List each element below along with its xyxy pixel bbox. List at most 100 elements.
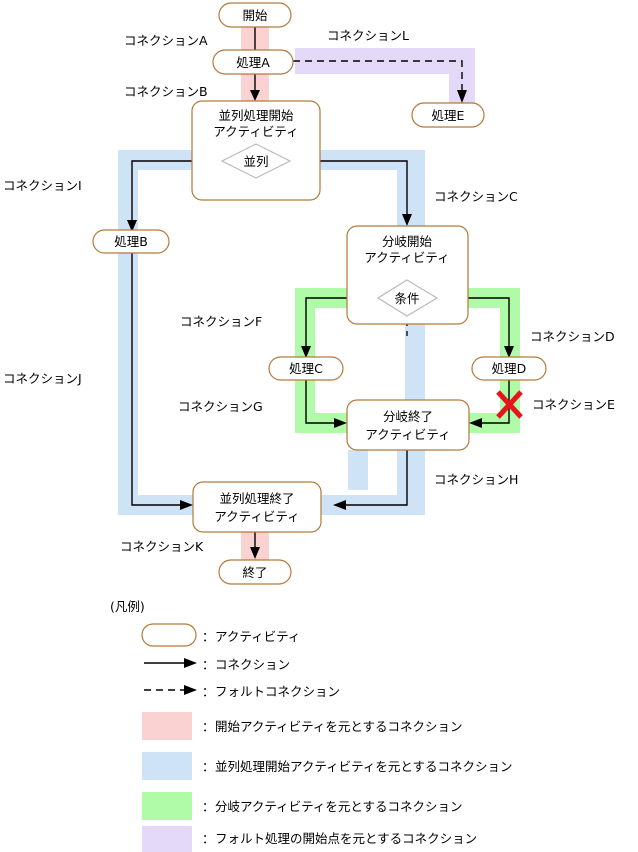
legend-start-band-text: 開始アクティビティを元とするコネクション bbox=[215, 719, 463, 734]
node-proc-e-label: 処理E bbox=[432, 108, 465, 123]
branch-diamond-icon bbox=[376, 279, 439, 317]
connection-label-e: コネクションE bbox=[532, 397, 615, 412]
connection-i-arrow bbox=[127, 220, 137, 232]
legend-fault-connection-text: フォルトコネクション bbox=[215, 684, 340, 699]
legend-item-activity: ： アクティビティ bbox=[141, 623, 300, 647]
connection-c-line bbox=[320, 160, 408, 216]
node-branch-end[interactable]: 分岐終了 アクティビティ bbox=[346, 399, 470, 451]
connection-label-h: コネクションH bbox=[434, 472, 518, 487]
dashed-arrow-icon bbox=[144, 685, 197, 695]
connection-j-arrow bbox=[180, 500, 193, 510]
legend-parallel-band-text: 並列処理開始アクティビティを元とするコネクション bbox=[215, 759, 513, 774]
node-branch-start-diamond-label: 条件 bbox=[394, 291, 419, 306]
node-parallel-end-line1: 並列処理終了 bbox=[219, 491, 294, 506]
connection-label-b: コネクションB bbox=[124, 84, 208, 99]
legend-connection-sep: ： bbox=[202, 657, 215, 672]
connection-label-k: コネクションK bbox=[120, 539, 204, 554]
connection-e-arrow bbox=[469, 418, 482, 428]
legend-connection-text: コネクション bbox=[215, 657, 290, 672]
node-end-label: 終了 bbox=[242, 565, 267, 580]
node-parallel-start[interactable]: 並列処理開始 アクティビティ 並列 bbox=[191, 100, 321, 201]
connection-k-arrow bbox=[250, 547, 260, 559]
node-proc-a[interactable]: 処理A bbox=[212, 49, 294, 75]
band-parallel-top-left bbox=[118, 150, 203, 170]
legend-item-start-band: ： 開始アクティビティを元とするコネクション bbox=[142, 712, 463, 740]
connection-g-arrow bbox=[334, 418, 347, 428]
legend-activity-sep: ： bbox=[202, 629, 215, 644]
connection-labels: コネクションA コネクションB コネクションC コネクションD コネクションE … bbox=[3, 28, 615, 554]
connection-c-arrow bbox=[402, 214, 412, 226]
node-start[interactable]: 開始 bbox=[218, 2, 292, 28]
connection-d-line bbox=[468, 297, 510, 348]
green-swatch-icon bbox=[142, 792, 192, 820]
legend-branch-band-text: 分岐アクティビティを元とするコネクション bbox=[215, 799, 463, 814]
fault-x-mark bbox=[496, 390, 523, 419]
node-proc-d[interactable]: 処理D bbox=[471, 356, 547, 381]
connection-g-line bbox=[305, 380, 336, 424]
connection-h-line bbox=[344, 450, 408, 506]
connection-f-line bbox=[305, 297, 347, 348]
node-proc-d-label: 処理D bbox=[492, 361, 527, 376]
legend-item-parallel-band: ： 並列処理開始アクティビティを元とするコネクション bbox=[142, 752, 513, 780]
node-proc-a-label: 処理A bbox=[236, 55, 270, 70]
connection-l-line bbox=[293, 60, 463, 92]
band-parallel-branchend-stub bbox=[348, 450, 368, 490]
node-parallel-end[interactable]: 並列処理終了 アクティビティ bbox=[192, 481, 322, 533]
band-parallel-left-vert bbox=[118, 150, 138, 515]
blue-swatch-icon bbox=[142, 752, 192, 780]
node-parallel-start-line2: アクティビティ bbox=[213, 124, 298, 139]
connection-j-line bbox=[131, 252, 182, 506]
node-proc-b-label: 処理B bbox=[114, 234, 148, 249]
node-branch-end-line1: 分岐終了 bbox=[383, 409, 433, 424]
legend-activity-text: アクティビティ bbox=[215, 629, 300, 644]
connection-label-i: コネクションI bbox=[3, 178, 82, 193]
node-start-label: 開始 bbox=[242, 8, 268, 23]
connection-label-d: コネクションD bbox=[530, 329, 615, 344]
band-fault-horiz bbox=[295, 48, 475, 74]
activity-nodes: 開始 処理A 処理E 並列処理開始 アクティビティ 並列 bbox=[92, 2, 547, 585]
connection-f-arrow bbox=[301, 346, 311, 358]
legend-title: (凡例) bbox=[110, 599, 145, 614]
node-proc-e[interactable]: 処理E bbox=[411, 102, 485, 128]
connection-d-arrow bbox=[504, 346, 514, 358]
connection-label-j: コネクションJ bbox=[3, 371, 82, 386]
legend-item-fault-band: ： フォルト処理の開始点を元とするコネクション bbox=[142, 826, 477, 852]
connection-i-line bbox=[131, 160, 192, 222]
connection-label-c: コネクションC bbox=[434, 189, 518, 204]
node-parallel-start-diamond-label: 並列 bbox=[243, 154, 268, 169]
legend-fault-band-text: フォルト処理の開始点を元とするコネクション bbox=[215, 831, 477, 846]
node-end[interactable]: 終了 bbox=[218, 559, 292, 585]
legend-branch-band-sep: ： bbox=[202, 799, 215, 814]
node-branch-start-line2: アクティビティ bbox=[364, 250, 449, 265]
connection-b-arrow bbox=[250, 90, 260, 101]
purple-swatch-icon bbox=[142, 826, 192, 852]
legend-fault-connection-sep: ： bbox=[202, 684, 215, 699]
band-parallel-top-right bbox=[310, 150, 425, 170]
legend-item-fault-connection: ： フォルトコネクション bbox=[144, 684, 340, 699]
legend-parallel-band-sep: ： bbox=[202, 759, 215, 774]
connection-l-arrow bbox=[457, 90, 467, 103]
node-branch-end-line2: アクティビティ bbox=[365, 427, 450, 442]
connection-label-l: コネクションL bbox=[327, 28, 409, 43]
legend-start-band-sep: ： bbox=[202, 719, 215, 734]
node-parallel-start-line1: 並列処理開始 bbox=[218, 108, 294, 123]
connection-label-g: コネクションG bbox=[178, 399, 263, 414]
connection-label-a: コネクションA bbox=[124, 33, 208, 48]
activity-shape-icon bbox=[141, 623, 197, 647]
connection-e-line bbox=[480, 380, 510, 424]
parallel-diamond-icon bbox=[220, 143, 292, 179]
legend-item-branch-band: ： 分岐アクティビティを元とするコネクション bbox=[142, 792, 463, 820]
connection-h-arrow bbox=[333, 500, 346, 510]
node-parallel-end-line2: アクティビティ bbox=[214, 509, 299, 524]
node-proc-b[interactable]: 処理B bbox=[92, 229, 170, 254]
solid-arrow-icon bbox=[144, 658, 197, 668]
connection-label-f: コネクションF bbox=[180, 314, 262, 329]
node-proc-c-label: 処理C bbox=[289, 361, 323, 376]
node-proc-c[interactable]: 処理C bbox=[268, 356, 344, 381]
legend: (凡例) ： アクティビティ ： コネクション bbox=[110, 599, 513, 852]
pink-swatch-icon bbox=[142, 712, 192, 740]
node-branch-start-line1: 分岐開始 bbox=[382, 234, 433, 249]
node-branch-start[interactable]: 分岐開始 アクティビティ 条件 bbox=[346, 225, 469, 325]
legend-fault-band-sep: ： bbox=[202, 831, 215, 846]
